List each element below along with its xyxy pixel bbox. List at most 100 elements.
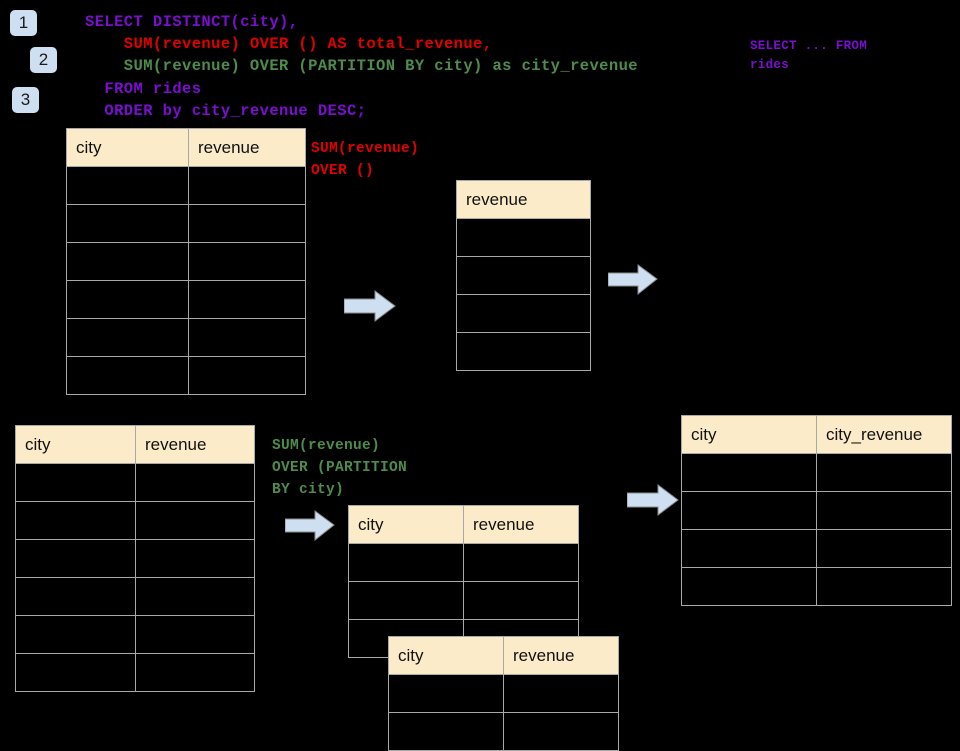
table-row [456,294,591,333]
cell-revenue [456,218,591,257]
cell-city-revenue [816,567,952,606]
table-row [388,674,619,713]
cell-revenue [188,280,306,319]
sql-line-from-rides: FROM rides [85,80,202,98]
table-row [15,577,255,616]
table-row [15,539,255,578]
table-row [66,318,306,357]
cell-revenue [456,256,591,295]
column-header-city: city [681,415,817,454]
cell-revenue [135,653,255,692]
annotation-city-revenue: SUM(revenue) OVER (PARTITION BY city) [272,438,408,498]
arrow-source-to-partition [285,510,335,541]
cell-revenue [135,577,255,616]
arrow-source-to-total [344,290,396,322]
table-row [15,653,255,692]
cell-city [348,543,464,582]
table-row [681,529,952,568]
cell-revenue [188,242,306,281]
cell-city [15,615,136,654]
table-total-revenue-result: revenue [456,180,591,371]
table-row [348,543,579,582]
column-header-city: city [66,128,189,167]
cell-city [15,653,136,692]
cell-city [388,712,504,751]
column-header-city: city [15,425,136,464]
cell-city-revenue [816,529,952,568]
column-header-revenue: revenue [135,425,255,464]
table-header-row: city revenue [388,636,619,675]
cell-revenue [135,501,255,540]
cell-city [66,166,189,205]
table-rides-source-bottom: city revenue [15,425,255,692]
sidenote-select-from-rides: SELECT ... FROM rides [750,39,868,72]
table-row [681,453,952,492]
cell-city [681,453,817,492]
table-header-row: city revenue [348,505,579,544]
cell-revenue [188,166,306,205]
table-row [456,332,591,371]
cell-city [388,674,504,713]
column-header-city-revenue: city_revenue [816,415,952,454]
cell-city [681,491,817,530]
cell-revenue [135,463,255,502]
column-header-revenue: revenue [503,636,619,675]
table-row [681,567,952,606]
cell-city [348,581,464,620]
table-row [66,242,306,281]
table-city-revenue-result: city city_revenue [681,415,952,606]
cell-city [66,242,189,281]
cell-city [66,280,189,319]
cell-revenue [503,674,619,713]
cell-revenue [188,318,306,357]
cell-revenue [188,356,306,395]
table-row [66,356,306,395]
cell-revenue [456,332,591,371]
table-row [681,491,952,530]
cell-revenue [463,581,579,620]
cell-revenue [503,712,619,751]
step-badge-1[interactable]: 1 [10,10,37,36]
table-row [15,463,255,502]
table-row [66,204,306,243]
cell-city [66,318,189,357]
cell-revenue [188,204,306,243]
cell-city [15,501,136,540]
arrow-partition-to-final [627,484,679,516]
cell-revenue [456,294,591,333]
sql-line-city-revenue: SUM(revenue) OVER (PARTITION BY city) as… [85,57,638,75]
cell-city [681,529,817,568]
table-row [348,581,579,620]
table-row [15,615,255,654]
step-badge-2[interactable]: 2 [30,47,57,73]
column-header-city: city [348,505,464,544]
table-row [66,280,306,319]
step-badge-3[interactable]: 3 [12,87,39,113]
table-header-row: city revenue [66,128,306,167]
column-header-revenue: revenue [188,128,306,167]
table-partition-group-front: city revenue [388,636,619,751]
column-header-revenue: revenue [463,505,579,544]
cell-revenue [135,539,255,578]
cell-revenue [135,615,255,654]
diagram-canvas: 1 2 3 SELECT DISTINCT(city), SUM(revenue… [10,10,952,751]
cell-revenue [463,543,579,582]
cell-city-revenue [816,491,952,530]
table-row [456,256,591,295]
cell-city [681,567,817,606]
cell-city [15,539,136,578]
cell-city [66,204,189,243]
annotation-total-revenue: SUM(revenue) OVER () [311,141,420,179]
cell-city [15,463,136,502]
arrow-total-to-out [608,264,658,295]
table-header-row: revenue [456,180,591,219]
sql-line-select-distinct: SELECT DISTINCT(city), [85,13,299,31]
table-row [388,712,619,751]
table-row [66,166,306,205]
table-row [456,218,591,257]
cell-city [66,356,189,395]
table-header-row: city city_revenue [681,415,952,454]
table-row [15,501,255,540]
column-header-city: city [388,636,504,675]
cell-city [15,577,136,616]
